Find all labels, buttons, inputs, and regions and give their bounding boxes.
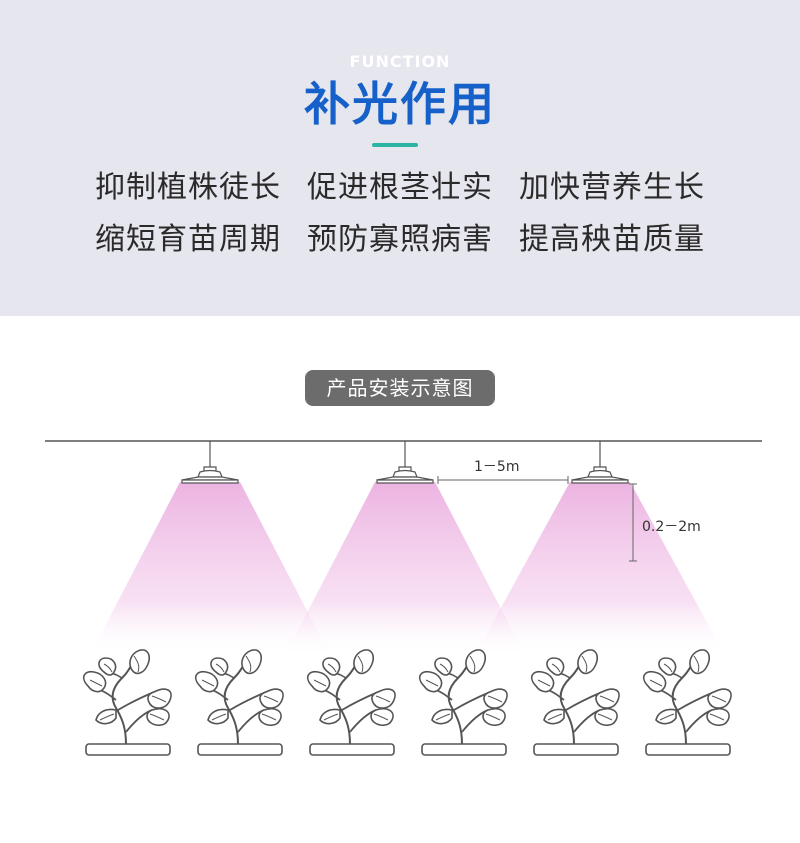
benefits-row-1: 抑制植株徒长 促进根茎壮实 加快营养生长 (0, 162, 800, 214)
light-beam (285, 482, 525, 655)
grow-lamp (181, 440, 239, 484)
benefit-item: 促进根茎壮实 (307, 170, 493, 205)
benefit-item: 抑制植株徒长 (95, 170, 281, 205)
benefit-item: 提高秧苗质量 (519, 222, 705, 257)
seedling (418, 648, 509, 756)
section-title: 补光作用 (304, 77, 496, 131)
light-beam (90, 482, 330, 655)
seedling (530, 648, 621, 756)
benefit-item: 缩短育苗周期 (95, 222, 281, 257)
spacing-dimension (437, 476, 569, 484)
section-eyebrow: FUNCTION (349, 52, 451, 71)
benefits-list: 抑制植株徒长 促进根茎壮实 加快营养生长 缩短育苗周期 预防寡照病害 提高秧苗质… (0, 162, 800, 266)
benefits-row-2: 缩短育苗周期 预防寡照病害 提高秧苗质量 (0, 214, 800, 266)
title-accent-bar (372, 143, 418, 147)
light-beam (475, 482, 725, 655)
height-dimension (629, 483, 637, 562)
benefit-item: 预防寡照病害 (307, 222, 493, 257)
height-label: 0.2－2m (642, 519, 701, 535)
spacing-label: 1－5m (474, 459, 519, 475)
installation-diagram-badge: 产品安装示意图 (305, 370, 495, 406)
grow-lamp (376, 440, 434, 484)
function-banner: FUNCTION 补光作用 抑制植株徒长 促进根茎壮实 加快营养生长 缩短育苗周… (0, 0, 800, 316)
seedling (306, 648, 397, 756)
benefit-item: 加快营养生长 (519, 170, 705, 205)
seedling (82, 648, 173, 756)
seedling (194, 648, 285, 756)
seedling (642, 648, 733, 756)
grow-lamp (571, 440, 629, 484)
